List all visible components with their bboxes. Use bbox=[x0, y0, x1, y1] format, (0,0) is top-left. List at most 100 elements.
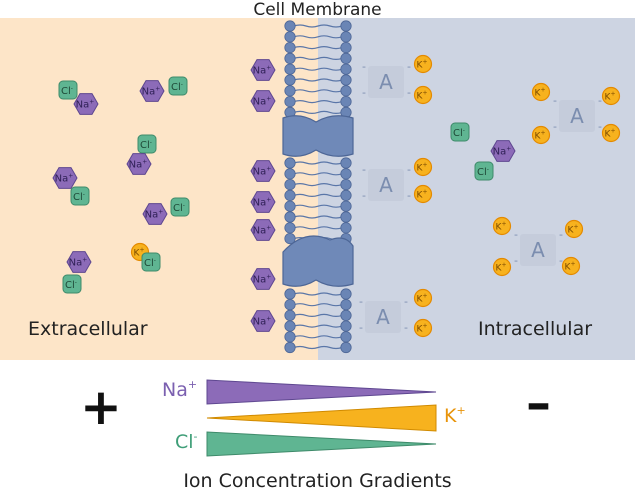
svg-text:-: - bbox=[407, 86, 411, 99]
potassium-ion: K+ bbox=[413, 54, 433, 74]
phospholipid-head bbox=[340, 31, 352, 43]
svg-text:A: A bbox=[376, 305, 390, 329]
phospholipid-head bbox=[284, 31, 296, 43]
ions-layer: Cl-Na+Na+Cl-Cl-Na+Na+Cl-Cl-Na+Na+Cl-K+Cl… bbox=[52, 54, 621, 338]
potassium-ion: K+ bbox=[413, 288, 433, 308]
membrane-protein bbox=[282, 115, 354, 157]
svg-text:K+: K+ bbox=[605, 128, 616, 140]
phospholipid-head bbox=[284, 320, 296, 332]
phospholipid-head bbox=[340, 331, 352, 343]
lipid-tail bbox=[293, 78, 343, 82]
lipid-tail bbox=[293, 292, 343, 296]
phospholipid-head bbox=[340, 189, 352, 201]
svg-text:A: A bbox=[570, 104, 584, 128]
chloride-ion: Cl- bbox=[170, 197, 190, 217]
potassium-ion: K+ bbox=[492, 257, 512, 277]
lipid-tail bbox=[293, 335, 343, 339]
phospholipid-head bbox=[284, 74, 296, 86]
svg-text:K+: K+ bbox=[605, 91, 616, 103]
phospholipid-head bbox=[340, 63, 352, 75]
svg-text:Cl-: Cl- bbox=[61, 85, 73, 97]
sodium-ion: Na+ bbox=[250, 59, 276, 81]
anion: A---- bbox=[362, 60, 411, 99]
k-gradient-label: K+ bbox=[444, 404, 466, 427]
svg-text:-: - bbox=[553, 94, 557, 107]
cl-gradient-wedge bbox=[206, 431, 437, 457]
svg-text:Cl-: Cl- bbox=[140, 139, 152, 151]
svg-text:-: - bbox=[407, 60, 411, 73]
potassium-ion: K+ bbox=[413, 85, 433, 105]
phospholipid-head bbox=[284, 200, 296, 212]
svg-text:-: - bbox=[514, 228, 518, 241]
anion: A---- bbox=[362, 163, 411, 202]
svg-text:Cl-: Cl- bbox=[171, 81, 183, 93]
gradient-caption: Ion Concentration Gradients bbox=[183, 470, 452, 492]
sodium-ion: Na+ bbox=[126, 153, 152, 175]
lipid-tail bbox=[293, 46, 343, 50]
na-gradient-wedge bbox=[206, 379, 437, 405]
lipid-tail bbox=[293, 215, 343, 219]
phospholipid-head bbox=[340, 85, 352, 97]
svg-text:Cl-: Cl- bbox=[65, 279, 77, 291]
svg-text:K+: K+ bbox=[417, 293, 428, 305]
lipid-tail bbox=[293, 183, 343, 187]
svg-text:K+: K+ bbox=[134, 247, 145, 259]
svg-text:K+: K+ bbox=[417, 59, 428, 71]
phospholipid-head bbox=[284, 96, 296, 108]
chloride-ion: Cl- bbox=[58, 80, 78, 100]
na-gradient-label: Na+ bbox=[162, 378, 198, 401]
intracellular-label: Intracellular bbox=[478, 318, 593, 340]
svg-text:Cl-: Cl- bbox=[73, 191, 85, 203]
anion: A---- bbox=[514, 228, 563, 267]
sodium-ion: Na+ bbox=[139, 80, 165, 102]
membrane-protein bbox=[282, 235, 354, 287]
chloride-ion: Cl- bbox=[141, 252, 161, 272]
phospholipid-head bbox=[284, 222, 296, 234]
chloride-ion: Cl- bbox=[70, 186, 90, 206]
sodium-ion: Na+ bbox=[250, 160, 276, 182]
svg-text:Cl-: Cl- bbox=[173, 202, 185, 214]
phospholipid-head bbox=[284, 63, 296, 75]
svg-text:-: - bbox=[598, 94, 602, 107]
phospholipid-head bbox=[340, 211, 352, 223]
lipid-tail bbox=[293, 110, 343, 114]
phospholipid-head bbox=[284, 341, 296, 354]
phospholipid-head bbox=[284, 41, 296, 54]
phospholipid-head bbox=[340, 299, 352, 311]
svg-text:-: - bbox=[362, 163, 366, 176]
lipid-tail bbox=[293, 172, 343, 176]
chloride-ion: Cl- bbox=[450, 122, 470, 142]
svg-text:K+: K+ bbox=[565, 261, 576, 273]
lipid-tail bbox=[293, 204, 343, 208]
svg-text:Cl-: Cl- bbox=[477, 166, 489, 178]
phospholipid-head bbox=[284, 288, 296, 300]
phospholipid-head bbox=[340, 309, 352, 321]
cl-gradient-label: Cl- bbox=[175, 430, 198, 453]
lipid-tail bbox=[293, 100, 343, 104]
svg-text:-: - bbox=[404, 321, 408, 334]
extracellular-label: Extracellular bbox=[28, 318, 148, 340]
svg-text:K+: K+ bbox=[417, 162, 428, 174]
svg-text:-: - bbox=[407, 189, 411, 202]
potassium-ion: K+ bbox=[531, 82, 551, 102]
potassium-ion: K+ bbox=[601, 123, 621, 143]
phospholipid-head bbox=[284, 20, 296, 32]
lipid-tail bbox=[293, 35, 343, 39]
phospholipid-head bbox=[284, 189, 296, 201]
potassium-ion: K+ bbox=[531, 125, 551, 145]
potassium-ion: K+ bbox=[413, 318, 433, 338]
cell-membrane bbox=[282, 20, 354, 354]
phospholipid-head bbox=[340, 320, 352, 332]
sodium-ion: Na+ bbox=[73, 93, 99, 115]
svg-text:Cl-: Cl- bbox=[144, 257, 156, 269]
phospholipid-head bbox=[340, 157, 352, 169]
phospholipid-head bbox=[340, 168, 352, 180]
anion: A---- bbox=[359, 295, 408, 334]
negative-sign: – bbox=[526, 374, 551, 432]
sodium-ion: Na+ bbox=[250, 90, 276, 112]
phospholipid-head bbox=[340, 20, 352, 32]
svg-text:-: - bbox=[404, 295, 408, 308]
svg-text:K+: K+ bbox=[417, 189, 428, 201]
svg-text:K+: K+ bbox=[568, 224, 579, 236]
svg-text:-: - bbox=[559, 254, 563, 267]
